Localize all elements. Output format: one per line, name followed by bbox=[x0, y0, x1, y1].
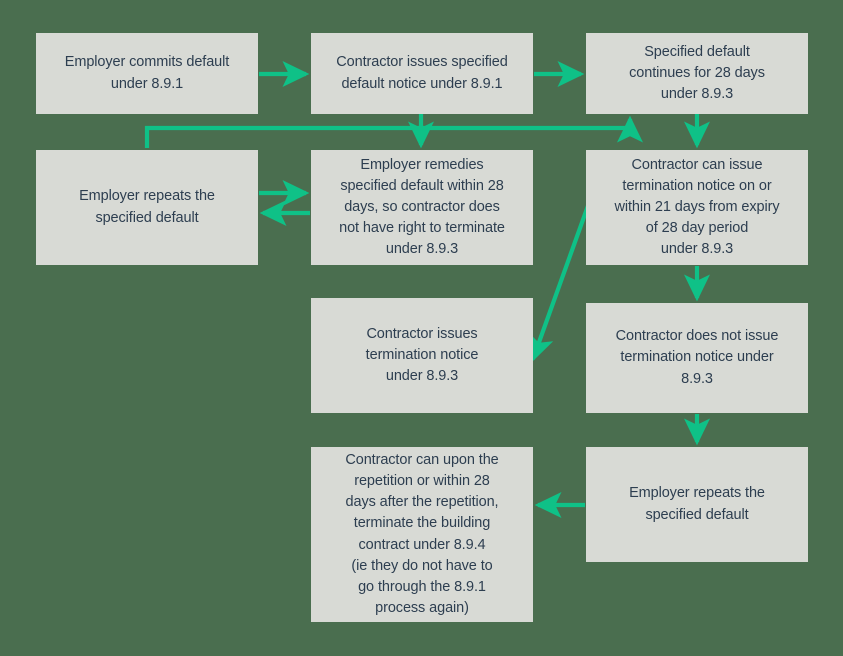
node-contractor-does-not-issue-notice[interactable]: Contractor does not issue termination no… bbox=[586, 303, 808, 413]
node-label: Employer repeats the specified default bbox=[629, 485, 765, 523]
node-default-continues-28-days[interactable]: Specified default continues for 28 days … bbox=[586, 33, 808, 114]
node-label: Employer repeats the specified default bbox=[79, 188, 215, 226]
node-contractor-issues-termination-notice[interactable]: Contractor issues termination notice und… bbox=[311, 298, 533, 413]
node-label: Contractor can upon the repetition or wi… bbox=[345, 452, 499, 616]
node-employer-remedies-default[interactable]: Employer remedies specified default with… bbox=[311, 150, 533, 265]
node-label: Contractor issues termination notice und… bbox=[365, 325, 479, 384]
node-contractor-can-terminate-894[interactable]: Contractor can upon the repetition or wi… bbox=[311, 447, 533, 622]
node-contractor-issues-default-notice[interactable]: Contractor issues specified default noti… bbox=[311, 33, 533, 114]
node-contractor-can-issue-termination[interactable]: Contractor can issue termination notice … bbox=[586, 150, 808, 265]
node-label: Contractor does not issue termination no… bbox=[615, 328, 779, 387]
node-label: Contractor can issue termination notice … bbox=[614, 156, 780, 258]
node-employer-repeats-default-lower[interactable]: Employer repeats the specified default bbox=[586, 447, 808, 562]
node-label: Employer remedies specified default with… bbox=[339, 156, 505, 258]
edge-can-issue-to-issues-notice bbox=[528, 202, 591, 363]
node-employer-repeats-default-upper[interactable]: Employer repeats the specified default bbox=[36, 150, 258, 265]
node-label: Employer commits default under 8.9.1 bbox=[64, 54, 230, 92]
edge-repeats-back-to-continues bbox=[144, 115, 644, 148]
node-label: Contractor issues specified default noti… bbox=[336, 54, 508, 92]
node-label: Specified default continues for 28 days … bbox=[629, 43, 765, 102]
node-employer-commits-default[interactable]: Employer commits default under 8.9.1 bbox=[36, 33, 258, 114]
